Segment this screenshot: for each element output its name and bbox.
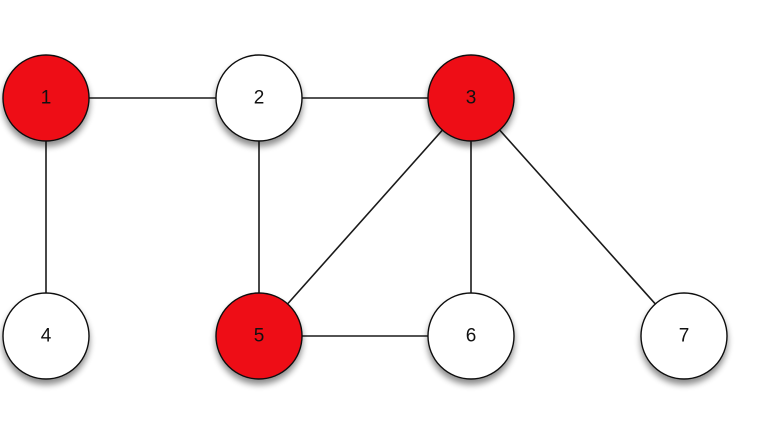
node-label: 5 bbox=[254, 326, 265, 347]
node-circle bbox=[427, 54, 515, 142]
node-circle bbox=[640, 292, 728, 380]
edge-3-5 bbox=[258, 97, 472, 337]
node-label: 7 bbox=[679, 326, 690, 347]
node-label: 4 bbox=[41, 326, 52, 347]
node-7: 7 bbox=[640, 292, 728, 380]
edge-3-7 bbox=[470, 97, 685, 337]
node-label: 2 bbox=[254, 88, 265, 109]
node-circle bbox=[2, 292, 90, 380]
node-circle bbox=[215, 54, 303, 142]
node-2: 2 bbox=[215, 54, 303, 142]
node-label: 3 bbox=[466, 88, 477, 109]
node-4: 4 bbox=[2, 292, 90, 380]
node-label: 1 bbox=[41, 88, 52, 109]
node-6: 6 bbox=[427, 292, 515, 380]
node-circle bbox=[427, 292, 515, 380]
node-5: 5 bbox=[215, 292, 303, 380]
node-1: 1 bbox=[2, 54, 90, 142]
node-circle bbox=[215, 292, 303, 380]
node-circle bbox=[2, 54, 90, 142]
node-label: 6 bbox=[466, 326, 477, 347]
nodes-layer: 1 2 3 4 5 6 7 bbox=[2, 54, 728, 380]
edges-layer bbox=[45, 97, 685, 337]
node-3: 3 bbox=[427, 54, 515, 142]
